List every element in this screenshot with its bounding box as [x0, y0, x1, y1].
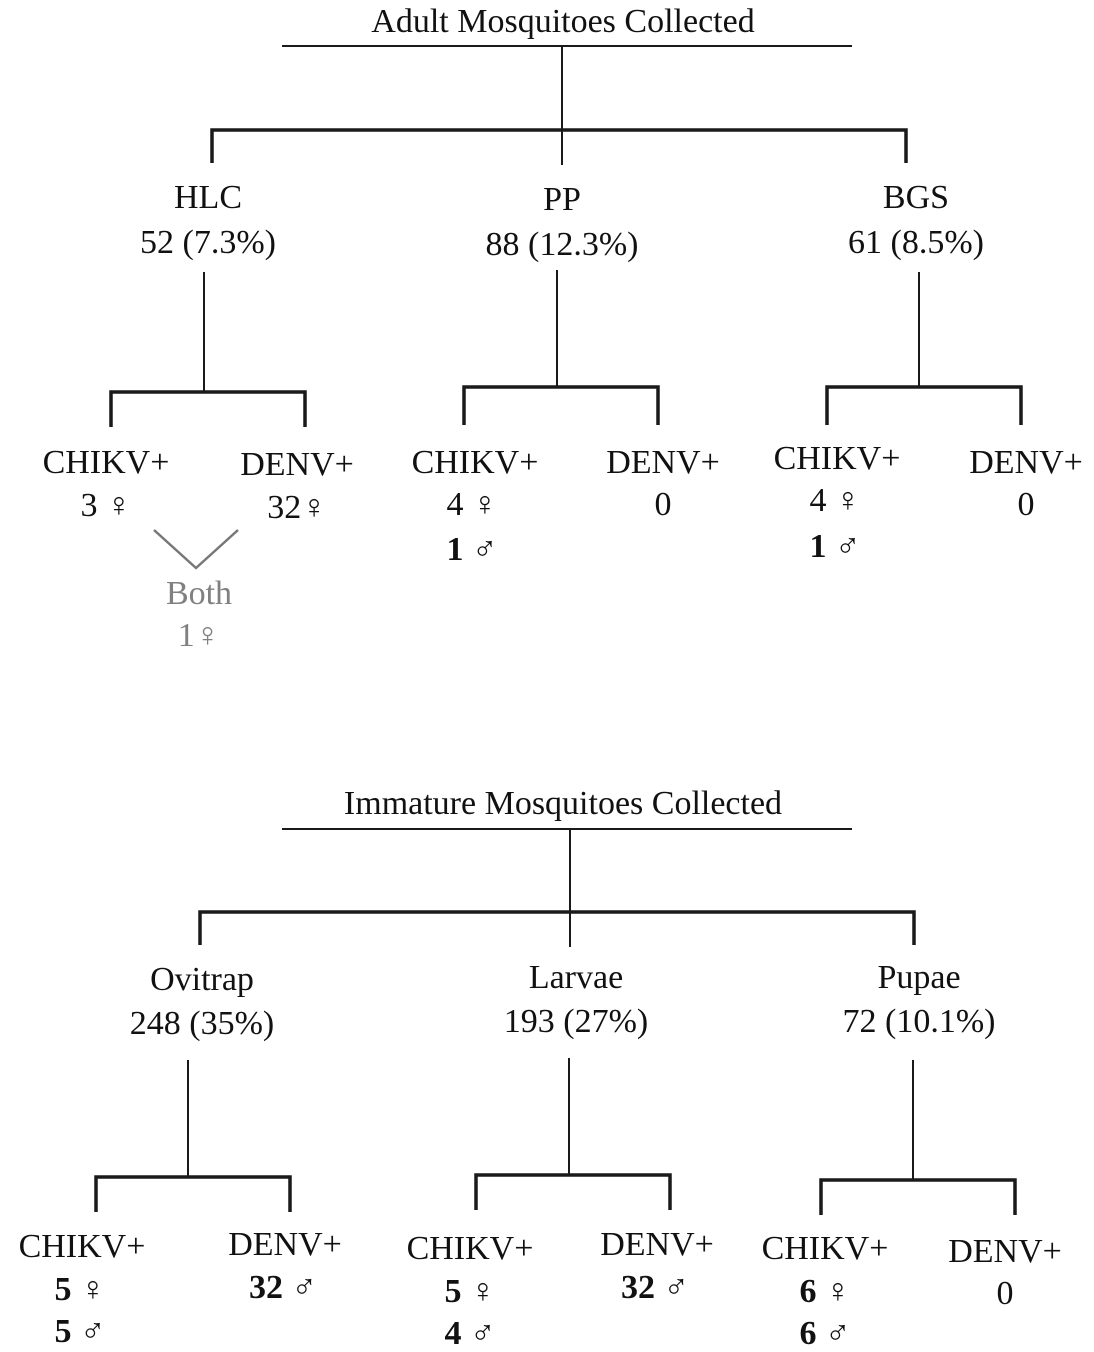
- ovitrap-denv-male: 32 ♂: [249, 1271, 317, 1305]
- ovitrap-bracket: [94, 1175, 292, 1212]
- bgs-chikv-male-count: 1: [809, 528, 827, 565]
- both-label: Both: [165, 575, 233, 612]
- hlc-denv-label: DENV+: [240, 446, 354, 483]
- larvae-name: Larvae: [528, 959, 624, 996]
- larvae-denv-male-count: 32: [621, 1269, 655, 1306]
- bgs-denv-value: 0: [1017, 486, 1035, 523]
- larvae-chikv-male-count: 4: [444, 1315, 462, 1352]
- male-symbol: ♂: [835, 528, 861, 565]
- pp-denv-value: 0: [654, 486, 672, 523]
- ovitrap-chikv-male: 5 ♂: [55, 1315, 106, 1349]
- both-value: 1♀: [177, 617, 221, 654]
- bgs-name: BGS: [882, 179, 950, 216]
- larvae-count: 193 (27%): [503, 1003, 649, 1040]
- ovitrap-chikv-male-count: 5: [54, 1313, 72, 1350]
- bgs-chikv-male: 1 ♂: [810, 530, 861, 564]
- female-symbol: ♀: [470, 1273, 496, 1310]
- bgs-chikv-female: 4 ♀: [809, 482, 861, 519]
- hlc-count: 52 (7.3%): [140, 224, 276, 261]
- male-symbol: ♂: [663, 1269, 690, 1306]
- immature-title: Immature Mosquitoes Collected: [343, 785, 783, 822]
- female-symbol: ♀: [80, 1271, 106, 1308]
- pupae-denv-value: 0: [996, 1275, 1014, 1312]
- pupae-chikv-female: 6 ♀: [800, 1275, 851, 1309]
- ovitrap-denv-male-count: 32: [249, 1269, 283, 1306]
- bgs-chikv-label: CHIKV+: [773, 440, 901, 477]
- male-symbol: ♂: [80, 1313, 106, 1350]
- larvae-chikv-female-count: 5: [444, 1273, 462, 1310]
- pupae-name: Pupae: [877, 959, 961, 996]
- pp-count: 88 (12.3%): [485, 226, 639, 263]
- pp-name: PP: [543, 181, 581, 218]
- pp-bracket: [462, 385, 660, 425]
- male-symbol: ♂: [472, 531, 498, 568]
- bgs-bracket: [825, 385, 1023, 425]
- hlc-bracket: [109, 390, 307, 427]
- ovitrap-chikv-label: CHIKV+: [18, 1228, 146, 1265]
- ovitrap-chikv-female-count: 5: [54, 1271, 72, 1308]
- hlc-denv-female: 32♀: [267, 489, 327, 526]
- ovitrap-denv-label: DENV+: [228, 1226, 342, 1263]
- pp-chikv-male-count: 1: [446, 531, 464, 568]
- bgs-denv-label: DENV+: [969, 444, 1083, 481]
- pp-chikv-male: 1 ♂: [447, 533, 498, 567]
- larvae-chikv-label: CHIKV+: [406, 1230, 534, 1267]
- male-symbol: ♂: [291, 1269, 318, 1306]
- larvae-bracket: [474, 1173, 672, 1210]
- immature-bracket: [198, 910, 916, 945]
- ovitrap-name: Ovitrap: [150, 961, 254, 998]
- pupae-chikv-male-count: 6: [799, 1315, 817, 1352]
- ovitrap-count: 248 (35%): [129, 1005, 275, 1042]
- larvae-denv-male: 32 ♂: [621, 1271, 689, 1305]
- adult-title: Adult Mosquitoes Collected: [371, 3, 755, 40]
- ovitrap-chikv-female: 5 ♀: [55, 1273, 106, 1307]
- pupae-count: 72 (10.1%): [842, 1003, 996, 1040]
- bgs-count: 61 (8.5%): [848, 224, 984, 261]
- hlc-chikv-female: 3 ♀: [80, 487, 132, 524]
- pupae-denv-label: DENV+: [948, 1233, 1062, 1270]
- female-symbol: ♀: [825, 1273, 851, 1310]
- larvae-denv-label: DENV+: [600, 1226, 714, 1263]
- pp-denv-label: DENV+: [606, 444, 720, 481]
- male-symbol: ♂: [825, 1315, 851, 1352]
- larvae-chikv-male: 4 ♂: [445, 1317, 496, 1351]
- adult-bracket: [210, 128, 908, 163]
- pupae-bracket: [819, 1178, 1017, 1215]
- pp-chikv-label: CHIKV+: [411, 444, 539, 481]
- larvae-chikv-female: 5 ♀: [445, 1275, 496, 1309]
- pupae-chikv-male: 6 ♂: [800, 1317, 851, 1351]
- hlc-chikv-label: CHIKV+: [42, 444, 170, 481]
- pupae-chikv-female-count: 6: [799, 1273, 817, 1310]
- male-symbol: ♂: [470, 1315, 496, 1352]
- pp-chikv-female: 4 ♀: [446, 486, 498, 523]
- pupae-chikv-label: CHIKV+: [761, 1230, 889, 1267]
- both-connector: [153, 529, 239, 570]
- hlc-name: HLC: [174, 179, 242, 216]
